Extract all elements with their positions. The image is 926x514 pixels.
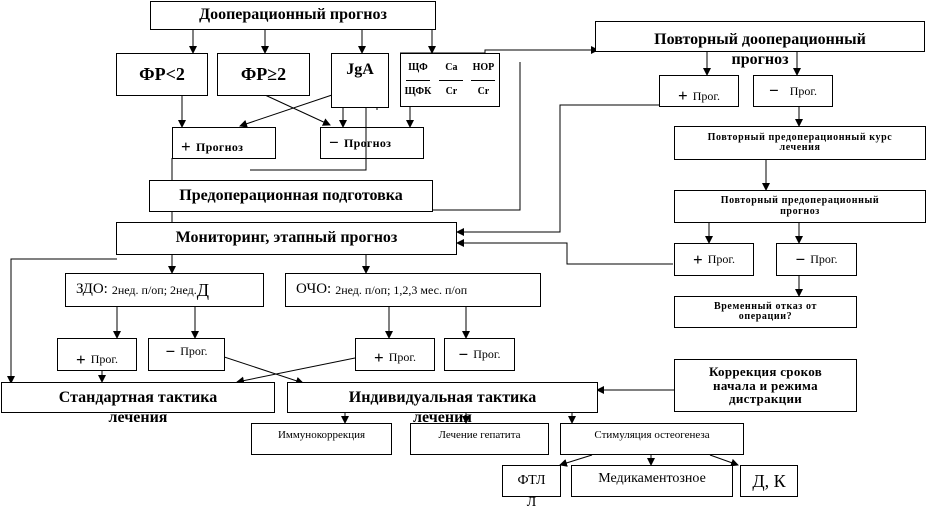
fr-lt2-box: ФР<2 [116,53,208,96]
distraction-correction-label: Коррекция сроков начала и режима дистрак… [708,364,823,407]
repeat-preop-prognosis-label: Повторный дооперационный прогноз [654,31,866,68]
preop-prognosis-label: Дооперационный прогноз [199,6,387,24]
ocho-box: ОЧО: 2нед. п/оп; 1,2,3 мес. п/оп [285,273,541,307]
zdo-plus-box: +Прог. [57,338,137,371]
ocho-plus-box: +Прог. [355,338,435,371]
markers-box: ЩФ ЩФК Ca Cr НОР Cr [400,53,500,107]
preop-preparation-box: Предоперационная подготовка [149,180,433,212]
marker-ratios: ЩФ ЩФК Ca Cr НОР Cr [404,62,496,97]
iga-box: JgA [331,53,389,108]
repeat2-plus-box: +Прог. [674,243,754,276]
dk-box: Д, К [740,465,798,497]
repeat-plus-box: +Прог. [659,75,739,107]
repeat2-minus-box: −Прог. [776,243,857,276]
preop-prognosis-box: Дооперационный прогноз [150,1,436,30]
medication-box: Медикаментозное [571,465,733,497]
monitoring-box: Мониторинг, этапный прогноз [116,222,457,255]
repeat-course-box: Повторный предоперационный курс лечения [674,126,926,160]
arrow-repeatplus-to-monitoring [456,104,659,236]
ratio-shf: ЩФ ЩФК [404,62,432,97]
iga-label: JgA [346,61,374,78]
repeat-prognosis2-box: Повторный предоперационный прогноз [674,190,926,223]
arrow-frge2-to-minus [264,94,331,126]
monitoring-label: Мониторинг, этапный прогноз [175,229,398,247]
distraction-correction-box: Коррекция сроков начала и режима дистрак… [674,359,857,412]
ratio-nor: НОР Cr [471,62,496,97]
zdo-box: ЗДО: 2нед. п/оп; 2нед. Д [65,273,264,307]
minus-prognosis-box: −Прогноз [320,127,424,159]
ftl-box: ФТЛ Л [502,465,561,510]
hepatitis-treatment-box: Лечение гепатита [410,423,549,455]
ocho-minus-box: −Прог. [444,338,515,371]
ratio-ca: Ca Cr [439,62,464,97]
preop-preparation-label: Предоперационная подготовка [179,186,403,204]
individual-tactic-label: Индивидуальная тактика лечения [348,389,537,426]
repeat-minus-box: −Прог. [753,75,833,107]
repeat-preop-prognosis-box: Повторный дооперационный прогноз [595,21,925,68]
fr-ge2-label: ФР≥2 [240,64,287,85]
standard-tactic-box: Стандартная тактика лечения [1,382,275,426]
plus-prognosis-box: +Прогноз [172,127,276,159]
arrow-markers-to-repeat [484,46,599,54]
fr-ge2-box: ФР≥2 [217,53,310,96]
standard-tactic-label: Стандартная тактика лечения [58,389,218,426]
temp-refusal-box: Временный отказ от операции? [674,296,857,328]
arrow-iga-to-plus [239,94,333,128]
osteogenesis-stimulation-box: Стимуляция остеогенеза [560,423,744,455]
repeat-prognosis2-label: Повторный предоперационный прогноз [720,195,880,217]
repeat-course-label: Повторный предоперационный курс лечения [707,131,893,153]
arrow-repeat2plus-to-monitoring [456,239,673,265]
individual-tactic-box: Индивидуальная тактика лечения [287,382,598,426]
temp-refusal-label: Временный отказ от операции? [713,300,817,322]
zdo-minus-box: −Прог. [148,338,225,371]
immunocorrection-box: Иммунокоррекция [251,423,392,455]
fr-lt2-label: ФР<2 [139,64,185,85]
